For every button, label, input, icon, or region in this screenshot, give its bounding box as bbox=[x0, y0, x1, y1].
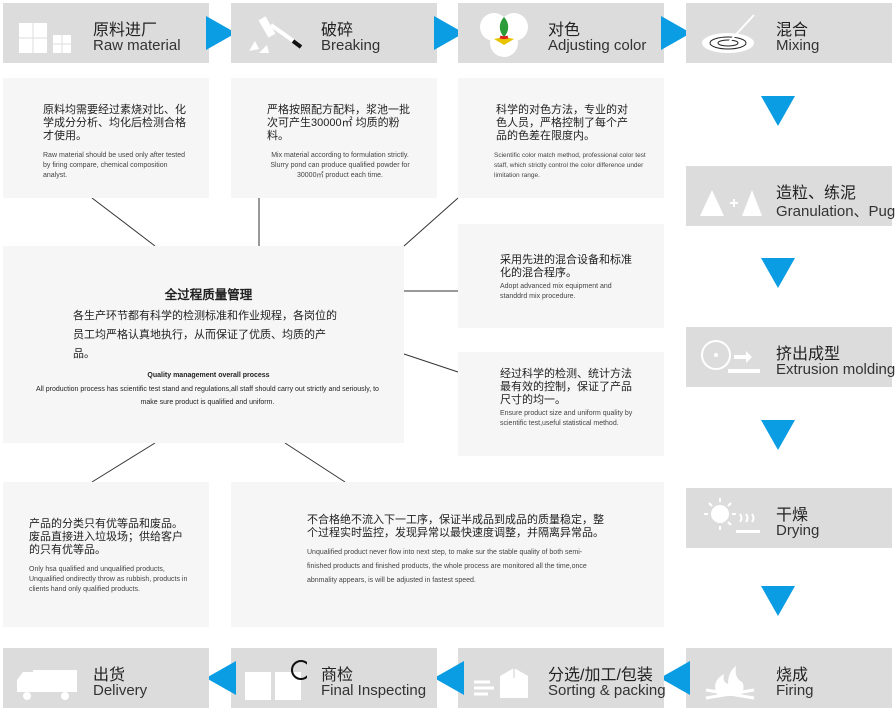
connector-line bbox=[403, 197, 459, 247]
note-sorting: 产品的分类只有优等品和废品。废品直接进入垃圾场；供给客户的只有优等品。 Only… bbox=[3, 482, 209, 627]
step-raw-material: 原料进厂 Raw material bbox=[3, 3, 209, 63]
boxes-icon bbox=[19, 23, 71, 53]
step-adjusting-color: 对色 Adjusting color bbox=[458, 3, 664, 63]
note-extrusion: 经过科学的检测、统计方法最有效的控制，保证了产品尺寸的均一。 Ensure pr… bbox=[458, 352, 664, 456]
arrow-down-icon bbox=[761, 586, 795, 616]
step-mixing: 混合 Mixing bbox=[686, 3, 892, 63]
package-icon bbox=[474, 668, 528, 698]
mixer-icon bbox=[702, 14, 755, 53]
step-breaking: 破碎 Breaking bbox=[231, 3, 437, 63]
fire-icon bbox=[705, 666, 755, 700]
step-sorting-packing: 分选/加工/包装 Sorting & packing bbox=[458, 648, 666, 708]
arrow-left-icon bbox=[660, 661, 690, 695]
step-delivery: 出货 Delivery bbox=[3, 648, 209, 708]
color-circles-icon bbox=[480, 13, 528, 57]
hammer-icon bbox=[249, 16, 303, 53]
quality-management-panel: 全过程质量管理 各生产环节都有科学的检测标准和作业规程，各岗位的员工均严格认真地… bbox=[3, 246, 404, 443]
step-extrusion-molding: 挤出成型 Extrusion molding bbox=[686, 327, 895, 387]
triangles-icon bbox=[700, 190, 762, 216]
note-breaking: 严格按照配方配料，浆池一批次可产生30000㎡ 均质的粉料。 Mix mater… bbox=[231, 78, 437, 198]
extrusion-icon bbox=[701, 340, 760, 373]
sun-icon bbox=[704, 498, 760, 533]
connector-line bbox=[91, 442, 156, 483]
arrow-left-icon bbox=[434, 661, 464, 695]
magnifier-icon bbox=[245, 660, 307, 700]
note-raw-material: 原料均需要经过素烧对比、化学成分分析、均化后检测合格才使用。 Raw mater… bbox=[3, 78, 209, 198]
arrow-left-icon bbox=[206, 661, 236, 695]
connector-line bbox=[284, 442, 346, 483]
arrow-down-icon bbox=[761, 96, 795, 126]
step-firing: 烧成 Firing bbox=[686, 648, 892, 708]
note-adjusting-color: 科学的对色方法，专业的对色人员，严格控制了每个产品的色差在限度内。 Scient… bbox=[458, 78, 664, 198]
note-inspecting: 不合格绝不流入下一工序，保证半成品到成品的质量稳定，整个过程实时监控，发现异常以… bbox=[231, 482, 664, 627]
arrow-down-icon bbox=[761, 420, 795, 450]
truck-icon bbox=[17, 670, 77, 700]
center-title: 全过程质量管理 bbox=[164, 288, 253, 302]
arrow-down-icon bbox=[761, 258, 795, 288]
step-final-inspecting: 商检 Final Inspecting bbox=[231, 648, 437, 708]
step-drying: 干燥 Drying bbox=[686, 488, 892, 548]
connector-line bbox=[403, 353, 459, 373]
note-mixing: 采用先进的混合设备和标准化的混合程序。 Adopt advanced mix e… bbox=[458, 224, 664, 328]
step-granulation: 造粒、练泥 Granulation、Pug bbox=[686, 166, 895, 226]
connector-line bbox=[91, 197, 156, 247]
